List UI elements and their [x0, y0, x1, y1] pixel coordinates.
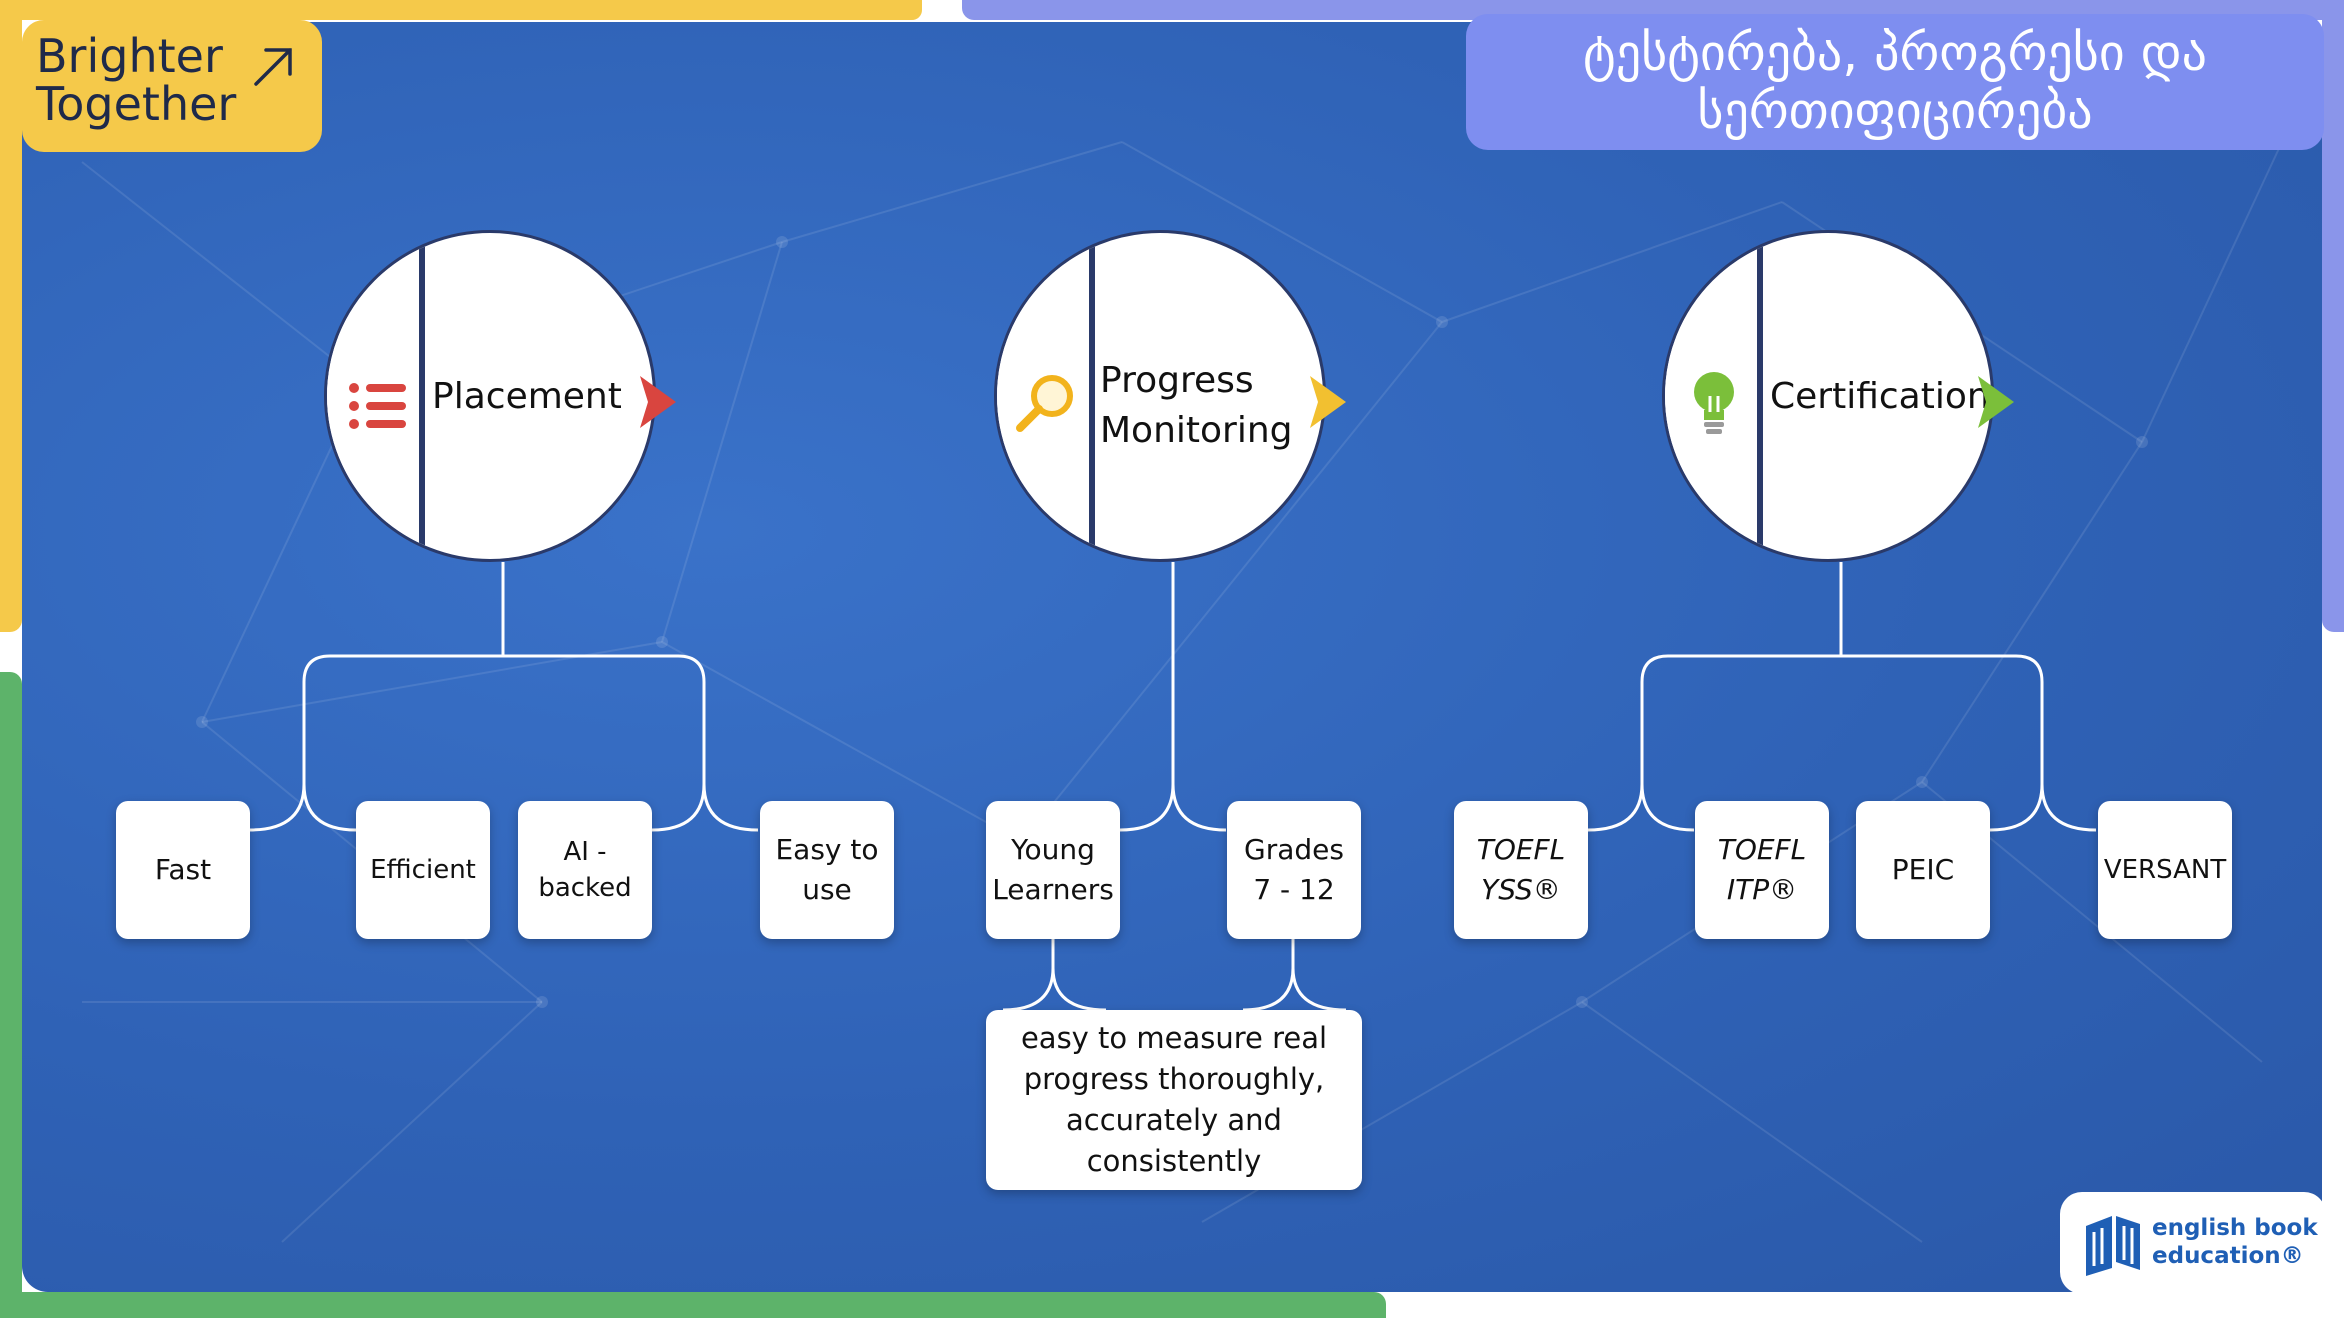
page-title-line-2: სერთიფიცირება	[1697, 82, 2093, 140]
lightbulb-icon	[1694, 372, 1734, 434]
connector-certification-toefl-yss	[1587, 783, 1644, 832]
card-young-learners: Young Learners	[986, 801, 1120, 939]
frame-left-green	[0, 672, 22, 1318]
logo-text: english book education®	[2152, 1215, 2318, 1269]
connector-placement-outer	[302, 654, 706, 784]
arrow-up-right-icon	[254, 48, 292, 86]
connector-placement-efficient	[302, 783, 357, 832]
connector-certification-peic	[1989, 783, 2044, 832]
card-toefl-yss: TOEFL YSS®	[1454, 801, 1588, 939]
frame-top-yellow	[0, 0, 922, 20]
chevron-right-icon	[1978, 376, 2014, 428]
frame-right-purple	[2322, 0, 2344, 632]
card-fast: Fast	[116, 801, 250, 939]
node-placement	[324, 230, 656, 562]
node-progress-label: Progress Monitoring	[1100, 360, 1293, 451]
connector-progress-young	[1119, 783, 1175, 832]
connector-certification-outer	[1640, 654, 2044, 784]
connector-certification-toefl-itp	[1640, 783, 1695, 832]
card-efficient: Efficient	[356, 801, 490, 939]
card-ai-backed: AI - backed	[518, 801, 652, 939]
card-peic: PEIC	[1856, 801, 1990, 939]
page-title-line-1: ტესტირება, პროგრესი და	[1583, 24, 2207, 82]
node-progress-monitoring	[994, 230, 1326, 562]
connector-progress-grades	[1171, 783, 1227, 832]
card-easy-to-use: Easy to use	[760, 801, 894, 939]
node-placement-label: Placement	[432, 376, 622, 417]
node-placement-left-band	[327, 233, 425, 559]
logo-badge: english book education®	[2060, 1192, 2326, 1294]
connector-placement-easy	[702, 783, 759, 832]
list-icon	[349, 383, 406, 429]
connector-certification-versant	[2040, 783, 2097, 832]
node-progress-left-band	[997, 233, 1095, 559]
chevron-right-icon	[640, 376, 676, 428]
page-title: ტესტირება, პროგრესი და სერთიფიცირება	[1466, 14, 2324, 150]
brand-text: Brighter Together	[36, 29, 237, 131]
connector-progress-note-left	[1002, 938, 1107, 1012]
book-logo-icon	[2086, 1216, 2140, 1276]
chevron-right-icon	[1310, 376, 1346, 428]
note-progress: easy to measure real progress thoroughly…	[986, 1010, 1362, 1190]
node-certification-label: Certification	[1770, 376, 1990, 417]
frame-bottom-green	[0, 1292, 1386, 1318]
card-toefl-itp: TOEFL ITP®	[1695, 801, 1829, 939]
magnifier-icon	[1016, 375, 1073, 432]
frame-left-yellow	[0, 0, 22, 632]
card-grades-7-12: Grades 7 - 12	[1227, 801, 1361, 939]
connector-placement-ai	[651, 783, 706, 832]
card-versant: VERSANT	[2098, 801, 2232, 939]
brand-badge: Brighter Together	[22, 20, 322, 152]
connector-placement-fast	[249, 783, 306, 832]
connector-progress-note-right	[1242, 938, 1347, 1012]
